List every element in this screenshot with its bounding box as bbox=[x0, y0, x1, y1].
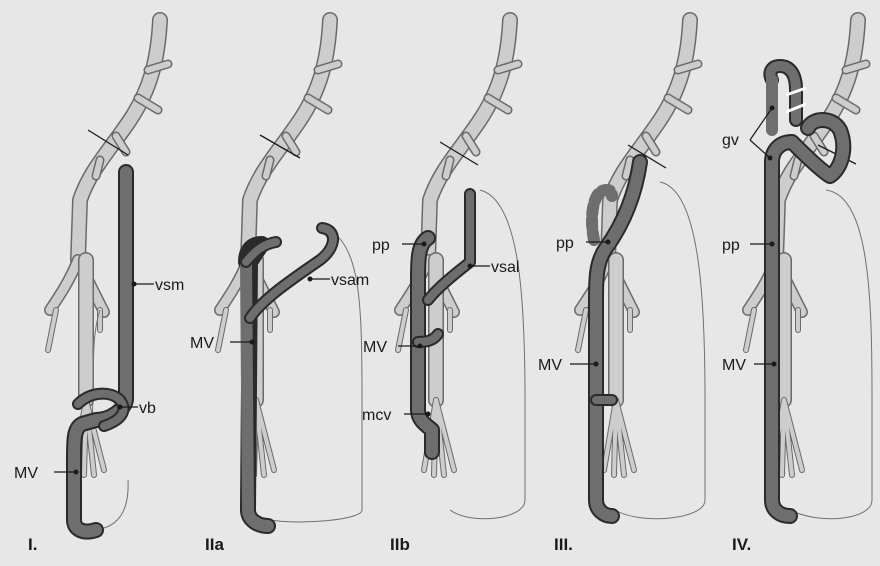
label-MV: MV bbox=[363, 339, 387, 356]
panel-label: III. bbox=[554, 535, 573, 554]
panel-label: IIa bbox=[205, 535, 224, 554]
label-mcv: mcv bbox=[362, 407, 391, 424]
panel-III: pp MV III. bbox=[538, 20, 705, 554]
panel-IIb: pp vsal MV mcv IIb bbox=[362, 20, 525, 554]
panel-IIa: vsam MV IIa bbox=[190, 20, 369, 554]
organ-outline bbox=[450, 190, 525, 519]
label-vsm: vsm bbox=[155, 277, 184, 294]
label-MV: MV bbox=[538, 357, 562, 374]
panel-label: IV. bbox=[732, 535, 751, 554]
label-pp: pp bbox=[722, 237, 740, 254]
label-vb: vb bbox=[139, 400, 156, 417]
panel-IV: gv pp MV IV. bbox=[722, 20, 872, 554]
panel-I: vsm vb MV I. bbox=[14, 20, 184, 554]
label-vsal: vsal bbox=[491, 259, 519, 276]
organ-outline bbox=[615, 182, 705, 519]
label-gv: gv bbox=[722, 132, 739, 149]
label-MV: MV bbox=[190, 335, 214, 352]
panel-label: IIb bbox=[390, 535, 410, 554]
label-pp: pp bbox=[556, 235, 574, 252]
label-MV: MV bbox=[14, 465, 38, 482]
panel-label: I. bbox=[28, 535, 37, 554]
label-vsam: vsam bbox=[331, 272, 369, 289]
label-MV: MV bbox=[722, 357, 746, 374]
label-pp: pp bbox=[372, 237, 390, 254]
